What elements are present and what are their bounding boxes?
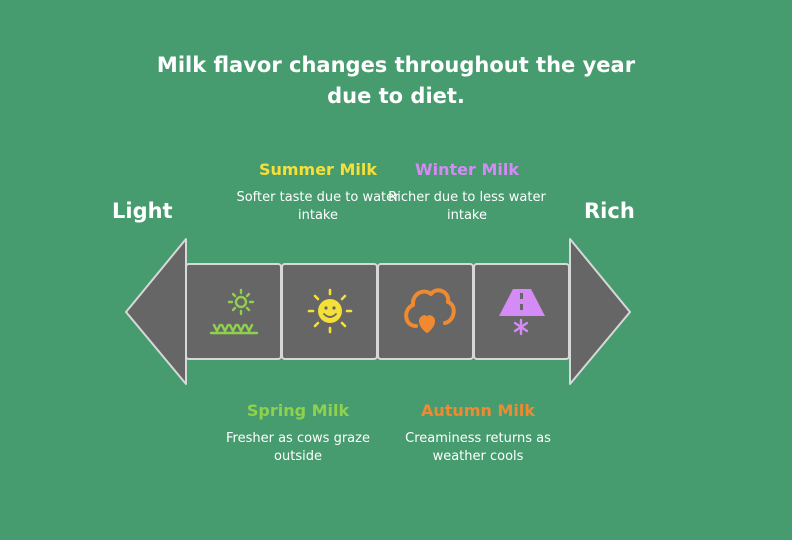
autumn-milk-title: Autumn Milk <box>421 401 535 420</box>
title-line-1: Milk flavor changes throughout the year <box>156 53 636 77</box>
autumn-milk-description: Creaminess returns as weather cools <box>405 431 551 464</box>
spring-segment <box>185 263 282 360</box>
spring-milk-description: Fresher as cows graze outside <box>226 431 370 464</box>
axis-left-label: Light <box>112 199 173 223</box>
spring-milk-title: Spring Milk <box>246 401 350 420</box>
sun-icon <box>307 288 353 334</box>
summer-milk-title: Summer Milk <box>258 160 378 179</box>
axis-right-label: Rich <box>584 199 635 223</box>
winter-milk-description: Richer due to less water intake <box>388 190 546 223</box>
page-title: Milk flavor changes throughout the year … <box>96 50 696 112</box>
autumn-segment <box>377 263 474 360</box>
spring-milk-block: Spring Milk Fresher as cows graze outsid… <box>213 400 383 466</box>
winter-milk-title: Winter Milk <box>414 160 519 179</box>
left-arrow-head <box>125 238 187 385</box>
sprout-sun-icon <box>209 288 259 335</box>
title-line-2: due to diet. <box>327 84 465 108</box>
summer-milk-description: Softer taste due to water intake <box>236 190 400 223</box>
autumn-milk-block: Autumn Milk Creaminess returns as weathe… <box>393 400 563 466</box>
right-arrow-head <box>569 238 631 385</box>
winter-milk-block: Winter Milk Richer due to less water int… <box>382 159 552 225</box>
cloud-heart-icon <box>404 288 456 333</box>
snowy-road-icon <box>499 289 545 336</box>
summer-milk-block: Summer Milk Softer taste due to water in… <box>233 159 403 225</box>
